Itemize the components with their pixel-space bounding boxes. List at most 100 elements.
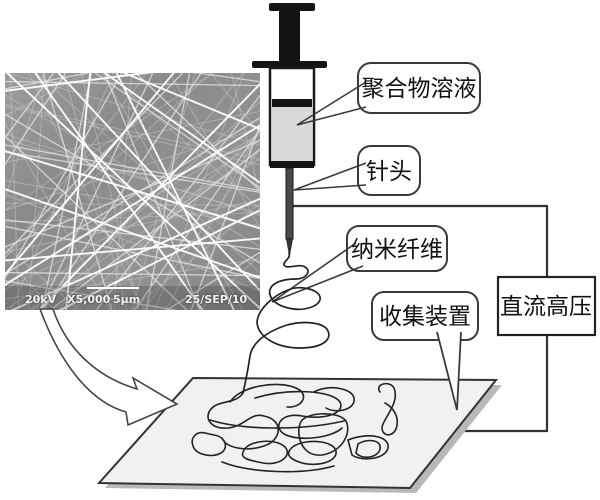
sem-fiber-line — [10, 197, 260, 310]
sem-fiber-line — [5, 271, 260, 277]
sem-fiber-line — [5, 133, 260, 216]
sem-fiber-line — [6, 73, 260, 146]
fiber-jet-spiral — [242, 252, 330, 394]
sem-fiber-line — [5, 257, 56, 310]
sem-fiber-line — [5, 149, 260, 230]
sem-fiber-line — [134, 73, 260, 192]
sem-micrograph: 20kV X5,000 5μm 25/SEP/10 — [5, 73, 260, 310]
sem-fiber-line — [5, 258, 260, 300]
sem-fiber-line — [5, 73, 214, 211]
sem-voltage: 20kV — [25, 293, 57, 306]
sem-fiber-line — [95, 94, 260, 310]
sem-fiber-line — [5, 133, 260, 284]
nanofiber-label: 纳米纤维 — [351, 236, 443, 262]
sem-fiber-line — [169, 73, 260, 229]
needle-callout: 针头 — [293, 145, 421, 196]
sem-fiber-line — [5, 73, 213, 258]
sem-fiber-line — [5, 144, 260, 192]
sem-fiber-line — [5, 245, 80, 310]
sem-fiber-line — [58, 209, 260, 310]
syringe-plunger-seal — [272, 99, 312, 107]
sem-fiber-line — [5, 73, 55, 139]
sem-fiber-line — [5, 202, 260, 206]
sem-fiber-line — [94, 73, 260, 189]
syringe-flange — [252, 61, 327, 68]
sem-info-bar — [5, 286, 260, 310]
sem-fiber-line — [103, 73, 260, 184]
sem-fiber-line — [5, 219, 260, 250]
sem-magnification: X5,000 — [67, 293, 111, 306]
sem-fiber-line — [57, 73, 260, 293]
sem-fiber-line — [5, 113, 260, 264]
polymer-solution-pointer — [296, 81, 367, 126]
sem-fiber-line — [101, 73, 244, 310]
sem-fiber-line — [5, 134, 188, 310]
sem-fiber-line — [5, 188, 260, 279]
sem-zoom-arrow — [38, 308, 179, 427]
nanofiber-pointer — [271, 242, 364, 303]
syringe — [252, 3, 327, 258]
sem-fiber-line — [5, 73, 88, 117]
sem-fiber-line — [5, 73, 148, 259]
sem-fiber-line — [121, 73, 260, 131]
sem-fiber-line — [210, 73, 260, 134]
sem-fiber-line — [5, 122, 111, 310]
collector-pointer — [436, 331, 462, 411]
sem-fiber-line — [28, 73, 145, 310]
sem-fiber-line — [106, 73, 260, 210]
collector-callout: 收集装置 — [371, 291, 479, 411]
dc-voltage-box: 直流高压 — [496, 275, 597, 337]
sem-scale-bar-line — [87, 287, 139, 289]
sem-fiber-line — [130, 202, 260, 310]
sem-fiber-line — [5, 117, 260, 275]
sem-fiber-line — [63, 73, 128, 310]
sem-fiber-line — [49, 148, 260, 310]
sem-fiber-line — [193, 73, 260, 83]
sem-fiber-line — [5, 193, 260, 292]
needle-bubble — [357, 145, 421, 196]
fiber-tangle — [191, 382, 399, 473]
dc-voltage-label: 直流高压 — [500, 293, 592, 319]
polymer-solution-liquid — [272, 106, 312, 163]
polymer-solution-label: 聚合物溶液 — [362, 75, 477, 101]
sem-fiber-line — [58, 73, 244, 310]
sem-fiber-line — [134, 128, 260, 310]
sem-fiber-line — [5, 73, 175, 277]
dc-voltage-box-frame — [496, 275, 597, 337]
sem-fiber-line — [5, 138, 260, 215]
nanofiber-callout: 纳米纤维 — [271, 225, 448, 303]
sem-fiber-line — [5, 73, 260, 310]
needle-label: 针头 — [366, 158, 412, 184]
needle-tip — [286, 239, 293, 258]
collector-bubble — [371, 291, 479, 341]
sem-fiber-line — [131, 73, 196, 310]
sem-scale-bar-label: 5μm — [113, 293, 141, 306]
sem-fiber-line — [5, 280, 179, 310]
sem-date: 25/SEP/10 — [185, 293, 248, 306]
sem-fiber-line — [5, 105, 260, 166]
needle-shaft — [285, 167, 294, 240]
sem-fiber-line — [39, 73, 154, 310]
sem-fiber-line — [80, 73, 140, 310]
sem-fiber-line — [5, 73, 154, 92]
sem-fiber-line — [5, 124, 260, 287]
sem-fiber-line — [5, 151, 260, 193]
sem-fiber-line — [5, 237, 260, 262]
sem-fibers-svg — [5, 73, 260, 310]
collector-plate — [96, 376, 499, 490]
sem-fiber-line — [5, 73, 184, 255]
sem-fiber-line — [5, 225, 260, 280]
needle-pointer — [293, 162, 367, 191]
sem-fiber-line — [65, 73, 92, 310]
polymer-solution-callout: 聚合物溶液 — [296, 62, 481, 126]
polymer-solution-bubble — [357, 62, 481, 114]
sem-fiber-line — [35, 73, 260, 274]
sem-fiber-line — [190, 123, 260, 310]
sem-fiber-line — [5, 139, 260, 248]
collector-label: 收集装置 — [379, 303, 471, 329]
sem-fiber-line — [5, 199, 260, 253]
sem-fiber-line — [9, 73, 20, 310]
sem-fiber-line — [145, 73, 191, 310]
